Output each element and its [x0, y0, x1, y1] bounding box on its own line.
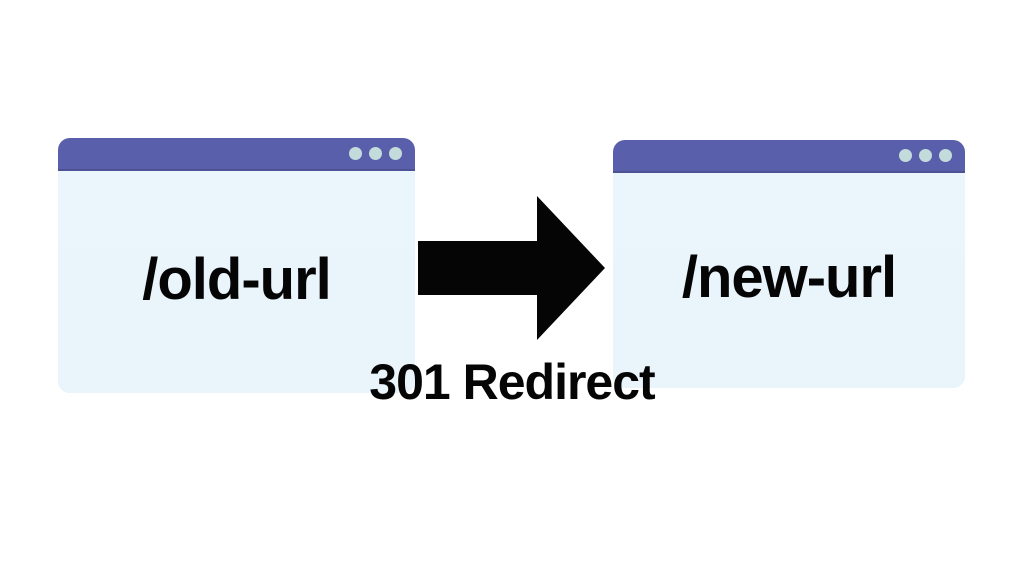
window-body: /new-url	[613, 173, 965, 388]
window-titlebar	[58, 138, 415, 171]
window-control-dot-icon	[939, 149, 952, 162]
window-titlebar	[613, 140, 965, 173]
window-control-dots-icon	[349, 147, 402, 160]
window-control-dots-icon	[899, 149, 952, 162]
new-url-label: /new-url	[681, 245, 897, 310]
diagram-caption: 301 Redirect	[369, 354, 655, 410]
right-arrow-icon	[418, 196, 605, 340]
browser-window-old: /old-url	[58, 138, 415, 393]
window-control-dot-icon	[369, 147, 382, 160]
window-control-dot-icon	[389, 147, 402, 160]
window-control-dot-icon	[349, 147, 362, 160]
browser-window-new: /new-url	[613, 140, 965, 388]
window-body: /old-url	[58, 171, 415, 393]
window-control-dot-icon	[899, 149, 912, 162]
old-url-label: /old-url	[142, 246, 332, 312]
window-control-dot-icon	[919, 149, 932, 162]
